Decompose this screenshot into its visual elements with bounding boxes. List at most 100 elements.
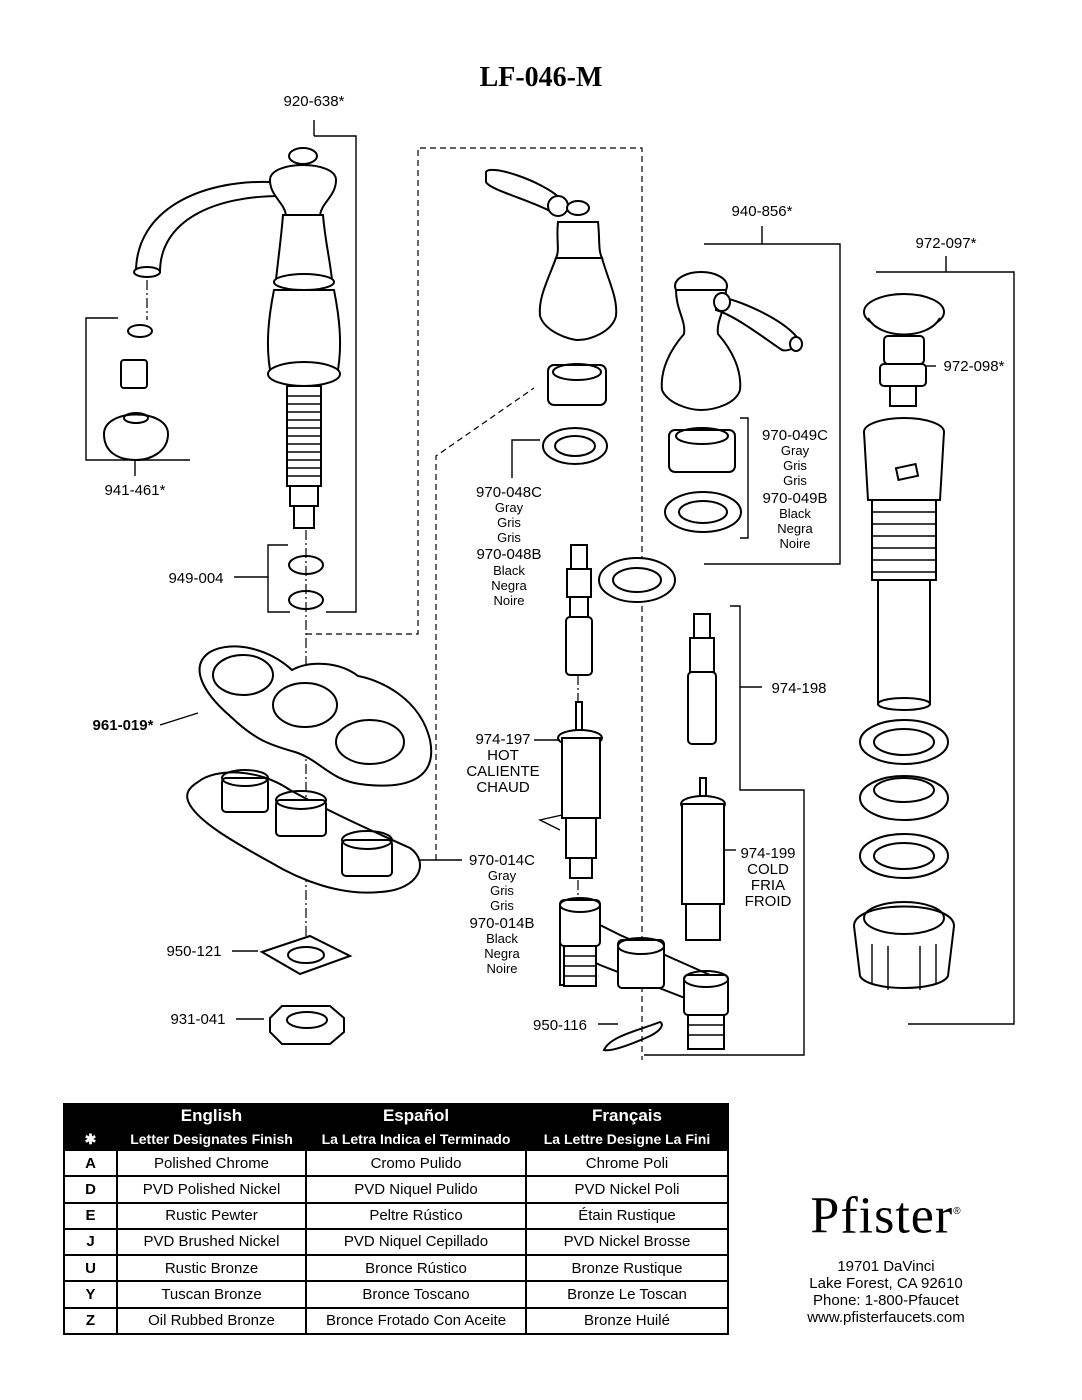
color-970-014c-en: Gray — [488, 868, 517, 883]
cold-handle-assembly-drawing — [644, 226, 841, 1056]
finish-en: Rustic Bronze — [116, 1254, 307, 1283]
finish-code: U — [63, 1254, 118, 1283]
color-970-049b-fr: Noire — [779, 536, 810, 551]
finish-code-table: English Español Français ✱ Letter Design… — [63, 1103, 729, 1336]
part-label-970-048c: 970-048C — [476, 484, 542, 501]
finish-fr: PVD Nickel Brosse — [525, 1227, 729, 1257]
color-970-048b-fr: Noire — [493, 593, 524, 608]
header-english: English — [116, 1103, 307, 1129]
part-label-974-197: 974-197 — [475, 731, 530, 748]
finish-es: PVD Niquel Pulido — [305, 1175, 527, 1204]
color-970-014b-es: Negra — [484, 946, 520, 961]
finish-es: Cromo Pulido — [305, 1148, 527, 1178]
waterway-manifold-drawing — [559, 897, 729, 1052]
color-970-014b-fr: Noire — [486, 961, 517, 976]
color-970-014c-es: Gris — [490, 883, 514, 898]
finish-code: E — [63, 1201, 118, 1230]
part-label-920-638: 920-638* — [284, 93, 345, 110]
hot-label-fr: CHAUD — [476, 779, 530, 796]
finish-fr: Chrome Poli — [525, 1148, 729, 1178]
part-label-970-014c: 970-014C — [469, 852, 535, 869]
part-label-970-014b: 970-014B — [469, 915, 534, 932]
address-website[interactable]: www.pfisterfaucets.com — [807, 1309, 965, 1327]
finish-es: PVD Niquel Cepillado — [305, 1227, 527, 1257]
part-label-974-198: 974-198 — [771, 680, 826, 697]
hot-label-en: HOT — [487, 747, 519, 764]
finish-en: Rustic Pewter — [116, 1201, 307, 1230]
part-label-931-041: 931-041 — [170, 1011, 225, 1028]
address-street: 19701 DaVinci — [837, 1258, 935, 1276]
part-label-974-199: 974-199 — [740, 845, 795, 862]
part-label-970-049c: 970-049C — [762, 427, 828, 444]
address-city: Lake Forest, CA 92610 — [809, 1275, 963, 1293]
finish-en: PVD Brushed Nickel — [116, 1227, 307, 1257]
table-row: U Rustic Bronze Bronce Rústico Bronze Ru… — [63, 1254, 729, 1283]
table-row: J PVD Brushed Nickel PVD Niquel Cepillad… — [63, 1227, 729, 1257]
exploded-parts-diagram: LF-046-M — [85, 62, 1015, 1060]
part-label-970-048b: 970-048B — [476, 546, 541, 563]
table-row: A Polished Chrome Cromo Pulido Chrome Po… — [63, 1148, 729, 1178]
part-label-950-121: 950-121 — [166, 943, 221, 960]
finish-fr: Bronze Le Toscan — [525, 1280, 729, 1309]
subheader-francais: La Lettre Designe La Fini — [525, 1127, 729, 1151]
cold-label-en: COLD — [747, 861, 789, 878]
color-970-049c-fr: Gris — [783, 473, 807, 488]
finish-fr: PVD Nickel Poli — [525, 1175, 729, 1204]
subheader-espanol: La Letra Indica el Terminado — [305, 1127, 527, 1151]
cold-label-fr: FROID — [745, 893, 792, 910]
color-970-048c-en: Gray — [495, 500, 524, 515]
finish-en: PVD Polished Nickel — [116, 1175, 307, 1204]
color-970-048b-es: Negra — [491, 578, 527, 593]
part-label-941-461: 941-461* — [105, 482, 166, 499]
finish-code: Y — [63, 1280, 118, 1309]
table-row: Y Tuscan Bronze Bronce Toscano Bronze Le… — [63, 1280, 729, 1309]
cold-label-es: FRIA — [751, 877, 785, 894]
trademark-symbol: ® — [953, 1206, 962, 1217]
table-row: D PVD Polished Nickel PVD Niquel Pulido … — [63, 1175, 729, 1204]
color-970-048c-es: Gris — [497, 515, 521, 530]
finish-code: J — [63, 1227, 118, 1257]
hot-handle-assembly-drawing — [485, 168, 676, 900]
part-label-940-856: 940-856* — [732, 203, 793, 220]
finish-en: Polished Chrome — [116, 1148, 307, 1178]
part-label-970-049b: 970-049B — [762, 490, 827, 507]
diagram-title: LF-046-M — [480, 62, 603, 93]
company-address: 19701 DaVinci Lake Forest, CA 92610 Phon… — [766, 1258, 1006, 1326]
color-970-048b-en: Black — [493, 563, 525, 578]
finish-es: Bronce Toscano — [305, 1280, 527, 1309]
part-label-950-116: 950-116 — [533, 1017, 587, 1034]
table-row: E Rustic Pewter Peltre Rústico Étain Rus… — [63, 1201, 729, 1230]
header-francais: Français — [525, 1103, 729, 1129]
color-970-049c-es: Gris — [783, 458, 807, 473]
spout-assembly-drawing — [85, 120, 357, 940]
color-970-049b-en: Black — [779, 506, 811, 521]
finish-code: Z — [63, 1306, 118, 1336]
drain-assembly-drawing — [852, 256, 1015, 1025]
header-espanol: Español — [305, 1103, 527, 1129]
part-label-961-019: 961-019* — [93, 717, 154, 734]
part-label-972-097: 972-097* — [916, 235, 977, 252]
escutcheon-plate-drawing — [159, 645, 462, 1045]
asterisk-symbol: ✱ — [63, 1127, 118, 1151]
pfister-logo: Pfister® — [766, 1184, 1006, 1244]
finish-es: Bronce Rústico — [305, 1254, 527, 1283]
finish-es: Peltre Rústico — [305, 1201, 527, 1230]
brand-block: Pfister® 19701 DaVinci Lake Forest, CA 9… — [766, 1184, 1006, 1327]
finish-en: Tuscan Bronze — [116, 1280, 307, 1309]
finish-es: Bronce Frotado Con Aceite — [305, 1306, 527, 1336]
finish-en: Oil Rubbed Bronze — [116, 1306, 307, 1336]
header-blank — [63, 1103, 118, 1129]
address-phone: Phone: 1-800-Pfaucet — [813, 1292, 959, 1310]
logo-wordmark: Pfister — [810, 1187, 954, 1245]
finish-code: A — [63, 1148, 118, 1178]
finish-fr: Bronze Huilé — [525, 1306, 729, 1336]
finish-fr: Étain Rustique — [525, 1201, 729, 1230]
color-970-049b-es: Negra — [777, 521, 813, 536]
part-label-949-004: 949-004 — [168, 570, 223, 587]
color-970-048c-fr: Gris — [497, 530, 521, 545]
color-970-014b-en: Black — [486, 931, 518, 946]
hot-label-es: CALIENTE — [466, 763, 539, 780]
finish-fr: Bronze Rustique — [525, 1254, 729, 1283]
subheader-english: Letter Designates Finish — [116, 1127, 307, 1151]
